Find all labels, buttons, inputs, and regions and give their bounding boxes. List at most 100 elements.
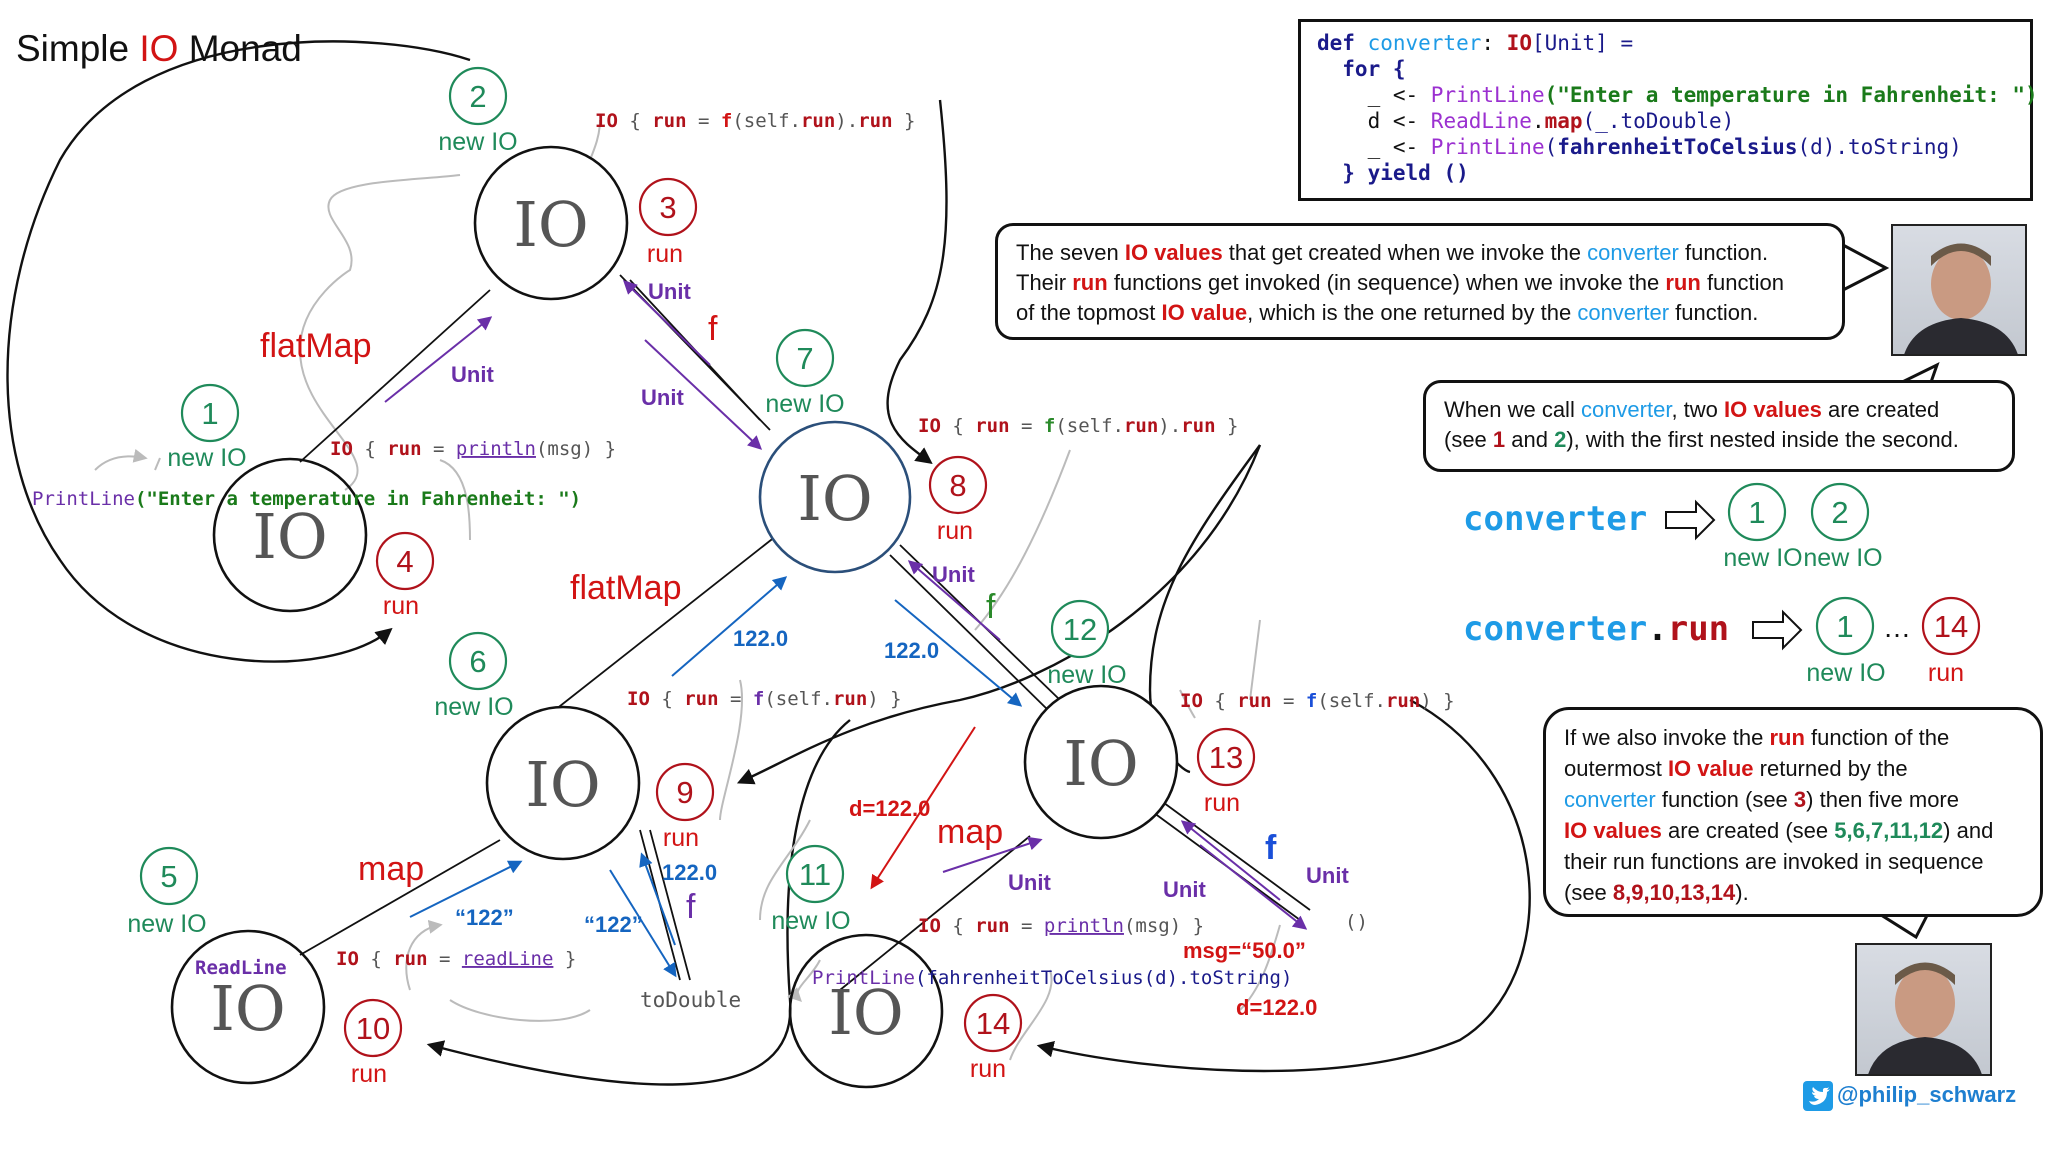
svg-text:IO: IO [210,972,285,1045]
caption-run-10: run [351,1060,387,1088]
speech-bubble-2: When we call converter, two IO values ar… [1423,380,2015,472]
step-11: 11 [785,844,845,904]
svg-text:IO: IO [252,500,327,573]
operation-labels: flatMap flatMap map map f f f f [260,310,1277,926]
string-122-b: “122” [584,912,643,937]
caption-run-14: run [970,1055,1006,1083]
twitter-handle-text: @philip_schwarz [1837,1081,2017,1107]
page-title: Simple IO Monad [16,28,302,69]
author-photo-top [1891,224,2027,356]
snippet-io-11: IO { run = println(msg) } [918,915,1204,937]
caption-new-io-12: new IO [1047,661,1126,689]
step-14: 14 [963,993,1023,1053]
step-12: 12 [1050,599,1110,659]
step-1: 1 [180,383,240,443]
unit-label-5: Unit [1008,870,1051,895]
value-122-b: 122.0 [884,638,939,663]
svg-text:13: 13 [1209,740,1243,775]
label-f-1: f [708,310,718,348]
node-captions: new IO new IO run run new IO new IO new … [127,128,1240,1088]
snippet-io-6: IO { run = f(self.run) } [627,688,902,710]
msg-50: msg=“50.0” [1183,938,1306,963]
snippet-printline-f: PrintLine(fahrenheitToCelsius(d).toStrin… [812,967,1292,989]
label-flatmap-2: flatMap [570,569,682,607]
svg-text:14: 14 [976,1006,1010,1041]
string-122-a: “122” [455,905,514,930]
unit-label-2: Unit [648,279,691,304]
label-flatmap-1: flatMap [260,327,372,365]
svg-text:IO: IO [797,462,872,535]
caption-new-io-11: new IO [771,907,850,935]
svg-text:12: 12 [1063,612,1097,647]
svg-text:4: 4 [396,544,413,579]
value-122-a: 122.0 [733,626,788,651]
legend-converter: converter [1463,499,1647,539]
speech-bubble-1: The seven IO values that get created whe… [995,223,1845,340]
svg-text:IO: IO [828,976,903,1049]
snippet-readline: ReadLine [195,957,287,979]
legend-converter-run: converter.run [1463,609,1729,649]
caption-new-io-2: new IO [438,128,517,156]
step-4: 4 [375,531,435,591]
unit-label-3: Unit [641,385,684,410]
snippet-printline-enter: PrintLine("Enter a temperature in Fahren… [32,488,581,510]
unit-label-7: Unit [1306,863,1349,888]
svg-text:new IO: new IO [1723,544,1802,572]
step-6: 6 [448,631,508,691]
value-labels: Unit Unit Unit Unit Unit Unit Unit 122.0… [451,279,1349,1020]
caption-new-io-6: new IO [434,693,513,721]
nest-lines [299,274,1311,991]
twitter-handle[interactable]: @philip_schwarz [1803,1081,2016,1111]
legend: converter 1 2 new IO new IO converter.ru… [1463,482,1981,687]
unit-label-6: Unit [1163,877,1206,902]
svg-text:1: 1 [1836,609,1853,644]
snippet-io-2: IO { run = f(self.run).run } [595,110,915,132]
svg-text:9: 9 [676,775,693,810]
caption-new-io-7: new IO [765,390,844,418]
step-9: 9 [655,762,715,822]
svg-text:3: 3 [659,190,676,225]
io-node-11: IO [788,933,944,1089]
speech-bubble-3: If we also invoke the run function of th… [1543,707,2043,917]
todouble-label: toDouble [640,988,741,1012]
caption-new-io-5: new IO [127,910,206,938]
leader-lines [94,119,1281,1061]
svg-text:7: 7 [796,341,813,376]
flow-curves [6,40,1531,1086]
bubble1-tail [1842,243,1890,292]
caption-new-io-1: new IO [167,444,246,472]
svg-text:IO: IO [513,188,588,261]
svg-text:6: 6 [469,644,486,679]
value-arrows [384,280,1308,978]
step-3: 3 [638,177,698,237]
step-13: 13 [1196,727,1256,787]
io-node-7: IO [758,420,912,574]
step-7: 7 [775,328,835,388]
svg-text:11: 11 [799,857,831,892]
svg-text:1: 1 [1748,495,1765,530]
step-2: 2 [448,66,508,126]
legend-marker-1b [1815,596,1875,656]
author-photo-bottom [1855,943,1992,1076]
label-f-3: f [686,888,696,926]
svg-text:2: 2 [469,79,486,114]
svg-text:8: 8 [949,468,966,503]
io-node-5: IO [170,929,326,1085]
legend-arrow-2 [1752,609,1803,651]
d-122-a: d=122.0 [849,796,930,821]
io-node-1: IO [212,457,368,613]
unit-value: () [1345,911,1368,933]
step-10: 10 [343,998,403,1058]
label-map-2: map [937,813,1003,851]
svg-text:run: run [1928,659,1964,687]
step-8: 8 [928,455,988,515]
unit-label-1: Unit [451,362,494,387]
twitter-icon [1803,1081,1833,1111]
io-node-6: IO [485,705,641,861]
caption-run-8: run [937,517,973,545]
code-block: def converter: IO[Unit] = for { _ <- Pri… [1298,19,2038,201]
svg-text:5: 5 [160,859,177,894]
svg-text:IO: IO [525,748,600,821]
snippet-io-12: IO { run = f(self.run) } [1180,690,1455,712]
